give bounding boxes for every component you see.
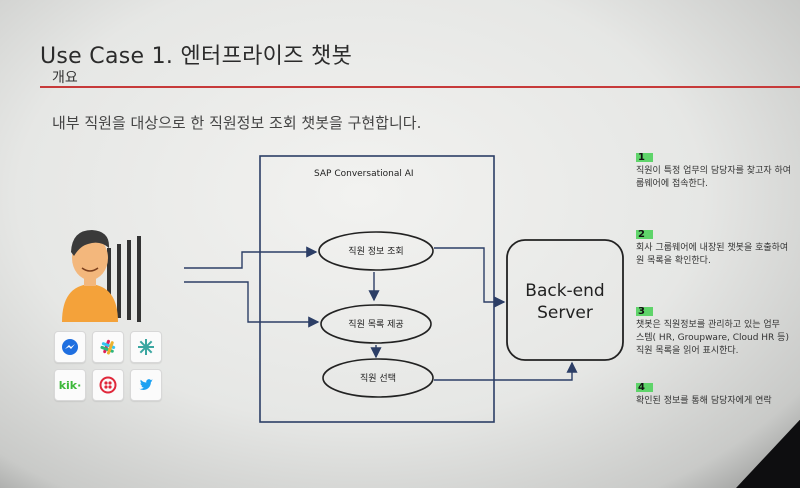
zendesk-icon: [130, 331, 162, 363]
slack-icon: [92, 331, 124, 363]
platform-box: [259, 155, 495, 423]
step-2-number: 2: [636, 230, 653, 240]
arrow-user-to-lookup: [184, 246, 318, 269]
messenger-icon: [54, 331, 86, 363]
arrow-lookup-to-server: [434, 247, 506, 308]
step-4-number: 4: [636, 383, 653, 393]
step-2-text: 회사 그룹웨어에 내장된 챗봇을 호출하여 원 목록을 확인한다.: [636, 243, 789, 266]
kik-icon: kik·: [54, 369, 86, 401]
platform-label: SAP Conversational AI: [314, 169, 414, 179]
step-1: 1 직원이 특정 업무의 담당자를 찾고자 하여 룹웨어에 접속한다.: [636, 152, 800, 191]
arrow-user-to-list: [184, 281, 320, 328]
node-employee-select-label: 직원 선택: [360, 373, 396, 384]
step-3-text: 챗봇은 직원정보를 관리하고 있는 업무 스템( HR, Groupware, …: [636, 320, 789, 356]
page-title: Use Case 1. 엔터프라이즈 챗봇: [40, 44, 353, 69]
twitter-icon: [130, 369, 162, 401]
user-avatar-icon: [62, 230, 141, 322]
twilio-icon: [92, 369, 124, 401]
arrow-select-to-server: [434, 361, 578, 381]
node-employee-select: [322, 358, 434, 398]
step-3-number: 3: [636, 307, 653, 317]
kik-wordmark: kik·: [58, 378, 82, 392]
backend-server-label-line1: Back-end: [525, 281, 604, 301]
node-employee-list-label: 직원 목록 제공: [348, 319, 403, 330]
step-4: 4 확인된 정보를 통해 담당자에게 연락: [636, 382, 800, 408]
lead-text: 내부 직원을 대상으로 한 직원정보 조회 챗봇을 구현합니다.: [52, 114, 422, 132]
step-2: 2 회사 그룹웨어에 내장된 챗봇을 호출하여 원 목록을 확인한다.: [636, 229, 800, 268]
node-employee-lookup-label: 직원 정보 조회: [348, 246, 403, 257]
step-1-number: 1: [636, 153, 653, 163]
node-employee-lookup: [318, 231, 434, 271]
node-employee-list: [320, 304, 432, 344]
backend-server-box: [506, 239, 624, 361]
step-4-text: 확인된 정보를 통해 담당자에게 연락: [636, 396, 772, 406]
title-divider: [40, 86, 800, 88]
backend-server-label-line2: Server: [537, 303, 593, 323]
step-3: 3 챗봇은 직원정보를 관리하고 있는 업무 스템( HR, Groupware…: [636, 306, 800, 358]
page-subtitle: 개요: [52, 70, 78, 86]
step-1-text: 직원이 특정 업무의 담당자를 찾고자 하여 룹웨어에 접속한다.: [636, 166, 792, 189]
